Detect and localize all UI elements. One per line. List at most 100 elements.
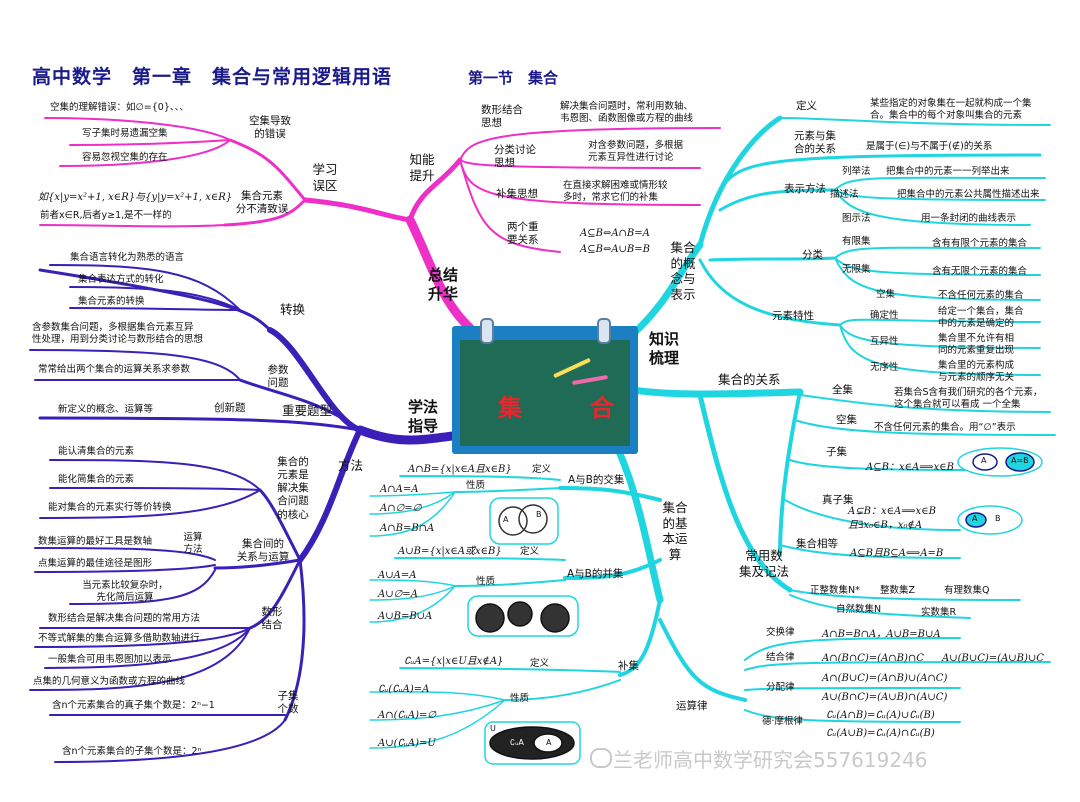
branch-fenlei-r — [708, 256, 837, 262]
branch-summary-main — [405, 215, 475, 333]
branch-bu-items — [369, 691, 506, 749]
text-kj3: 容易忽视空集的存在 — [82, 152, 168, 163]
branch-canshu — [238, 378, 362, 432]
text-cs2: 常常给出两个集合的运算关系求参数 — [38, 364, 191, 375]
branch-zhuanhuan — [38, 268, 272, 332]
chalkboard — [460, 340, 630, 446]
venn-bingji — [467, 595, 579, 637]
text-buji-sx: 在直接求解困难或情形较 多时，常求它们的补集 — [563, 180, 668, 203]
node-zhishi: 知识 梳理 — [648, 330, 679, 367]
text-bj3: A∪B=B∪A — [378, 611, 433, 622]
branch-ys — [39, 224, 226, 228]
text-miaoshufa: 把集合中的元素公共属性描述出来 — [897, 189, 1040, 200]
venn-buji — [484, 721, 581, 765]
node-shuxing: 数形结合 思想 — [481, 104, 523, 130]
text-kj1: 空集的理解错误：如∅={0}、、、 — [50, 102, 189, 113]
text-hx1: 能认清集合的元素 — [58, 446, 135, 457]
page-subtitle: 第一节 集合 — [468, 69, 559, 87]
branch-queding — [839, 318, 1041, 326]
center-label: 集 合 — [498, 394, 636, 422]
node-jiaohuan: 交换律 — [766, 627, 795, 638]
branch-zj2 — [54, 719, 286, 763]
text-bu3: A∪(∁ᵤA)=U — [378, 738, 436, 749]
text-yuansuyu: 是属于(∈)与不属于(∉)的关系 — [866, 141, 993, 152]
branch-kongji2 — [794, 419, 1056, 436]
branch-buji-r — [618, 598, 662, 677]
text-ys2: 前者x∈R,后者y≥1,是不一样的 — [40, 210, 172, 221]
venn-bu-u: U — [490, 724, 496, 733]
node-texing: 元素特性 — [772, 310, 814, 322]
text-dingyi: 某些指定的对象集在一起就构成一个集 合。集合中的每个对象叫集合的元素 — [870, 98, 1032, 121]
branch-nums1 — [789, 589, 1021, 601]
text-jj-def: A∩B={x|x∈A且x∈B} — [408, 464, 512, 475]
branch-zh1 — [49, 264, 241, 311]
branch-demogen — [744, 709, 961, 723]
label-jj-xz: 性质 — [466, 480, 486, 491]
venn-bu-a: A — [546, 738, 552, 747]
branch-dingyi — [779, 117, 1051, 126]
text-zh3: 集合元素的转换 — [78, 296, 145, 307]
branch-bj-items — [369, 579, 456, 623]
node-ziji: 子集 个数 — [277, 690, 299, 716]
node-summary: 总结 升华 — [427, 266, 458, 303]
node-yuansu: 集合元素 分不清致误 — [235, 190, 289, 216]
branch-hx2 — [49, 487, 261, 491]
text-lg2: A⊆B⇔A∪B=B — [580, 244, 651, 255]
venn-zhenziji — [957, 505, 1023, 535]
node-zhineng: 知能 提升 — [409, 152, 435, 183]
label-bu-xz: 性质 — [510, 693, 530, 704]
label-bj-def: 定义 — [520, 546, 540, 557]
venn-ziji — [957, 447, 1043, 477]
text-ys-c: 当元素比较复杂时， 先化简后运算 — [82, 580, 168, 603]
text-cs1: 含参数集合问题，多根据集合元素互异 性处理，用到分类讨论与数形结合的思想 — [32, 322, 204, 345]
node-kongji-r: 空集 — [876, 289, 896, 300]
node-kongji: 空集导致 的错误 — [249, 115, 291, 141]
branch-guanxi-ys — [213, 558, 302, 570]
text-wuxian: 含有无限个元素的集合 — [932, 266, 1028, 277]
node-fenlei: 分类讨论 思想 — [494, 144, 536, 170]
text-fenlei: 对含参数问题，多根据 元素互异性进行讨论 — [588, 140, 684, 163]
text-jj2: A∩∅=∅ — [380, 503, 422, 514]
branch-texing — [698, 258, 842, 327]
branch-zh2 — [69, 286, 241, 311]
text-zj1: 含n个元素集合的真子集个数是：2ⁿ−1 — [52, 700, 215, 711]
branch-sx2 — [34, 627, 251, 648]
text-jj1: A∩A=A — [380, 484, 419, 495]
branch-zhineng — [407, 157, 463, 223]
node-shuxing2: 数形 结合 — [261, 606, 283, 632]
center-calendar-icon: 集 合 — [452, 318, 638, 454]
text-sx2: 不等式解集的集合运算多借助数轴进行 — [38, 633, 200, 644]
text-ziji-r: A⊆B：x∈A⟹x∈B — [866, 462, 954, 473]
branch-biaoshi — [718, 188, 837, 212]
branch-quanji — [799, 394, 1051, 413]
text-lg1: A⊆B⇔A∩B=A — [580, 228, 650, 239]
branch-wuxian — [834, 257, 1041, 276]
node-liejufa: 列举法 — [842, 166, 871, 177]
text-zhengshu: 整数集Z — [880, 585, 916, 596]
branch-bu-def — [399, 667, 621, 673]
node-youxian: 有限集 — [842, 236, 871, 247]
node-wuxian: 无限集 — [842, 264, 871, 275]
text-zhengzheng: 正整数集N* — [810, 585, 860, 596]
node-xuexi: 学习 误区 — [312, 162, 338, 193]
branch-miaoshufa — [834, 189, 1046, 201]
branch-bj-def — [394, 557, 566, 561]
text-zhenziji2: 且∃x₀∈B，x₀∉A — [848, 520, 923, 531]
branch-bingji — [563, 558, 662, 580]
node-quanji: 全集 — [832, 384, 853, 396]
text-fenpei1: A∩(B∪C)=(A∩B)∪(A∩C) — [822, 673, 948, 684]
text-jj3: A∩B=B∩A — [380, 523, 435, 534]
branch-hx3 — [39, 489, 261, 519]
branch-knowledge-main — [628, 241, 704, 339]
branch-hx1 — [49, 459, 261, 491]
branch-ziji-r — [789, 459, 976, 471]
node-guanxi-ys: 集合间的 关系与运算 — [236, 538, 290, 564]
text-huyi: 集合里不允许有相 同的元素重复出现 — [938, 333, 1015, 356]
branch-kj3 — [59, 139, 231, 167]
venn-zhen-b: B — [995, 514, 1001, 523]
node-miaoshufa: 描述法 — [830, 189, 859, 200]
node-canshu: 参数 问题 — [267, 364, 289, 390]
text-sx3: 一般集合可用韦恩图加以表示 — [48, 654, 172, 665]
branch-ziji — [283, 558, 306, 722]
